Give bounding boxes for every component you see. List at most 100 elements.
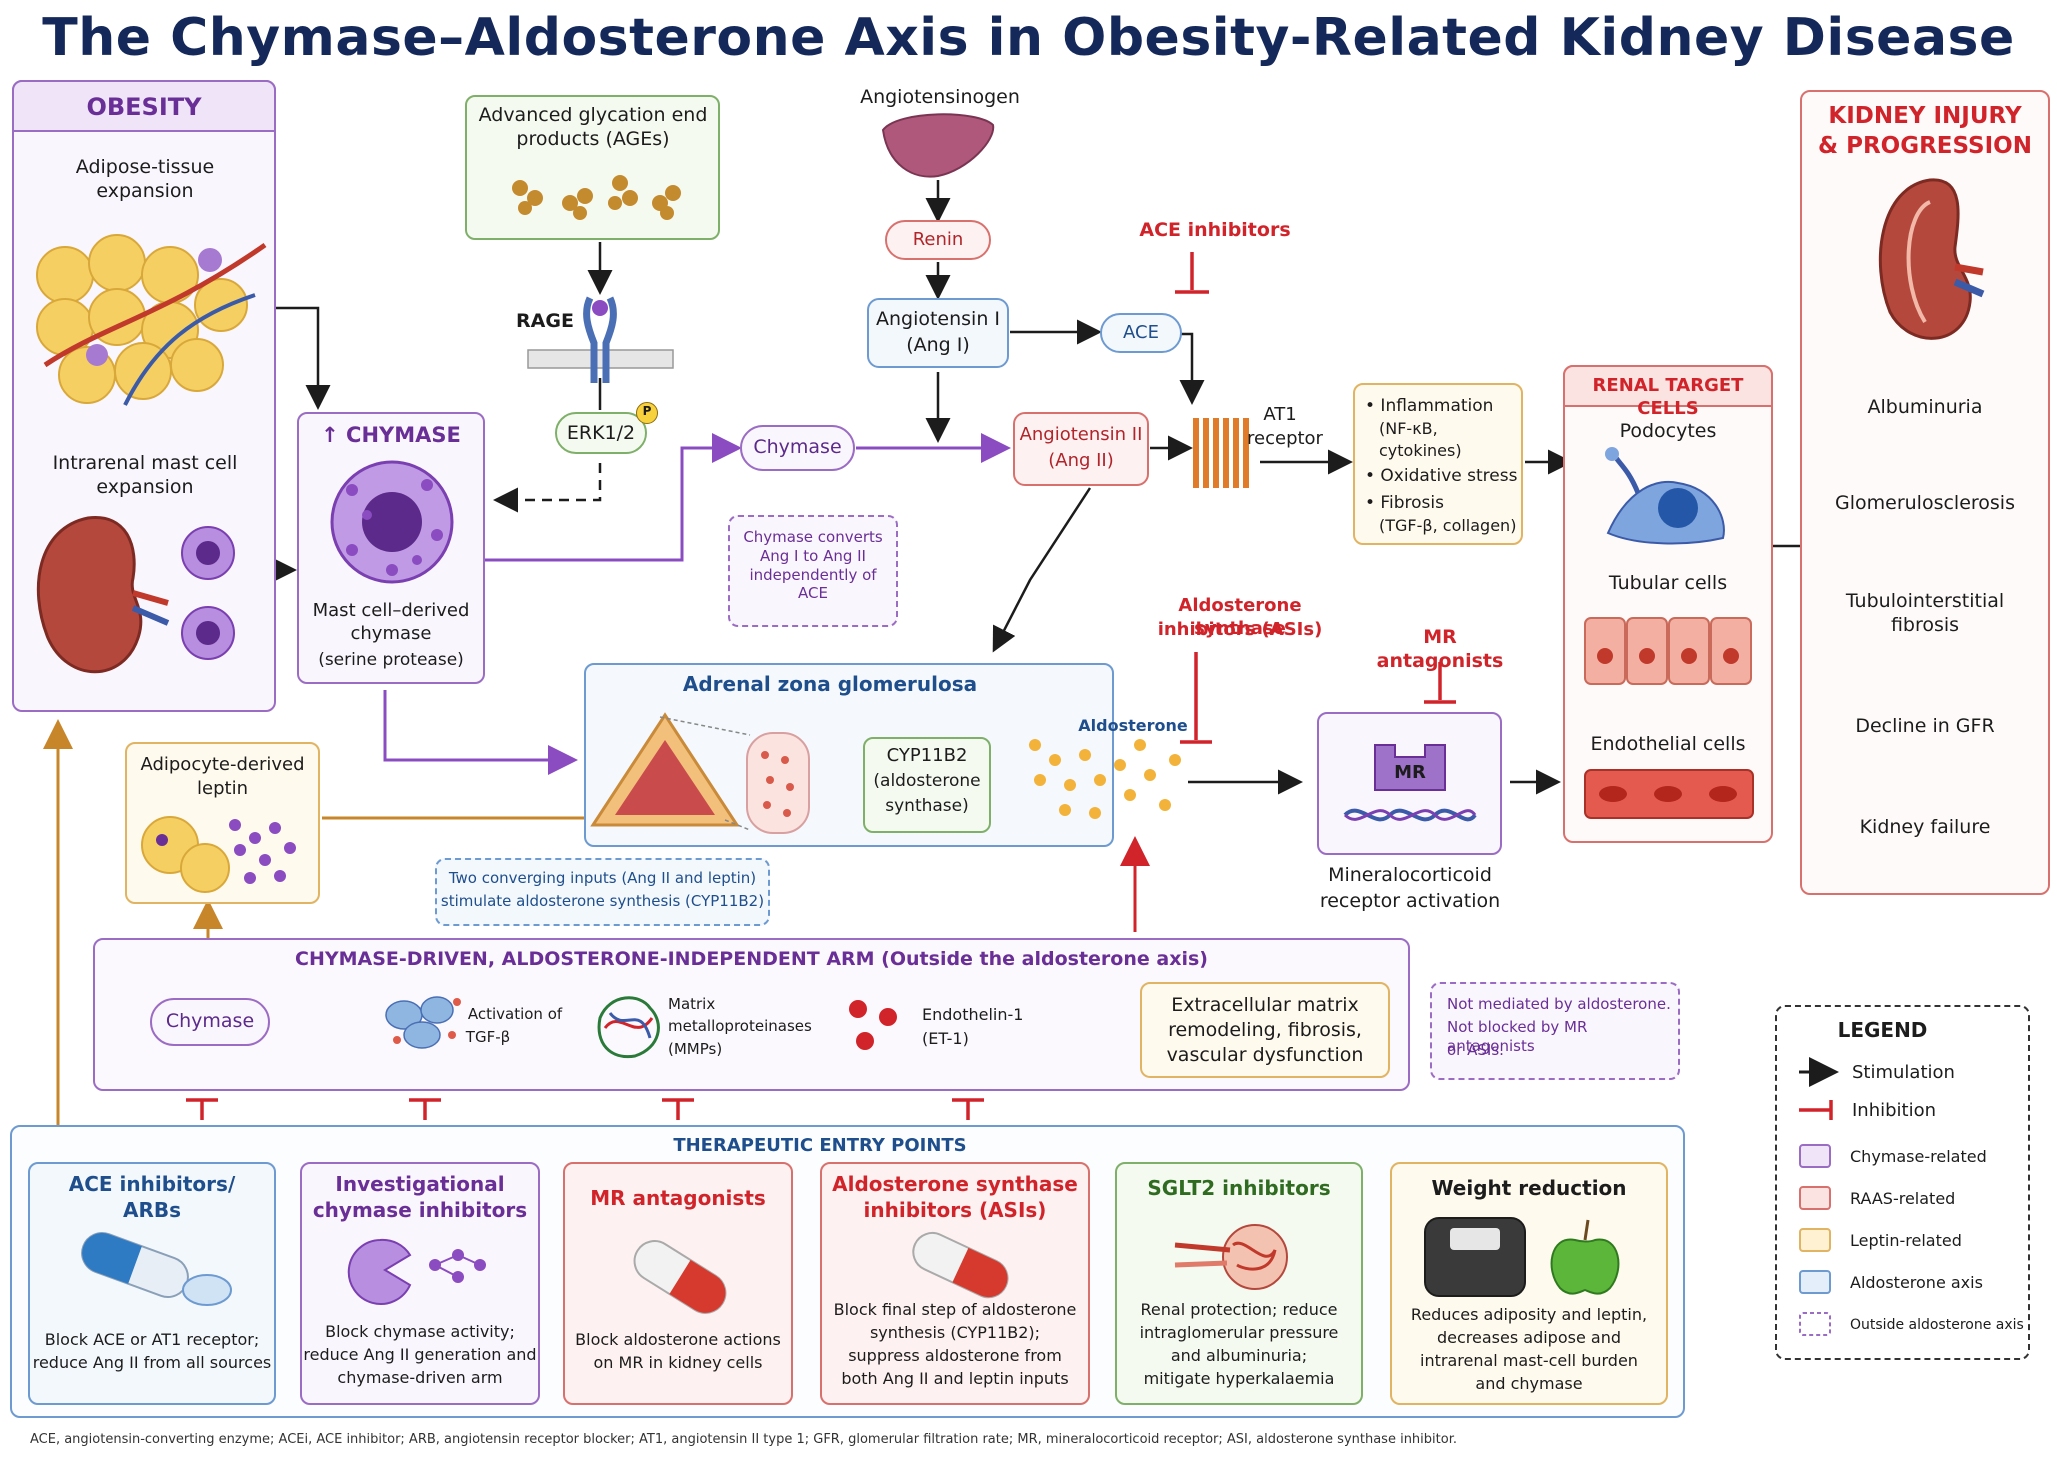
chymase-header: ↑ CHYMASE [321, 423, 461, 447]
card5-d3: mitigate hyperkalaemia [1143, 1369, 1335, 1388]
mmp-l3: (MMPs) [668, 1040, 723, 1058]
adrenal-title: Adrenal zona glomerulosa [682, 672, 978, 696]
not-mediated-l1: Not mediated by aldosterone. [1447, 995, 1671, 1013]
cyp11b2-l3: synthase) [885, 796, 969, 816]
erk-label: ERK1/2 [566, 422, 636, 444]
asi-capsule-icon [912, 1231, 1009, 1299]
liver-icon [881, 113, 995, 178]
card3-t1: MR antagonists [590, 1186, 766, 1210]
mmp-l1: Matrix [668, 995, 716, 1013]
kidney-header-l1: KIDNEY INJURY [1828, 103, 2022, 129]
mr-label: MR [1394, 762, 1426, 783]
card4-t2: inhibitors (ASIs) [863, 1198, 1047, 1222]
chymase-sub: (serine protease) [318, 650, 464, 670]
card2-d1: reduce Ang II generation and [303, 1345, 537, 1364]
legend-leptin: Leptin-related [1850, 1231, 1962, 1250]
ang1-line1: Angiotensin I [875, 308, 1001, 330]
ecm-l1: Extracellular matrix [1171, 994, 1359, 1016]
red-capsule-icon [633, 1240, 727, 1314]
adrenal-gland-icon [590, 712, 810, 834]
ang1-box [867, 298, 1009, 368]
card6-d1: decreases adipose and [1437, 1328, 1621, 1347]
effect-fibrosis-sub: (TGF-β, collagen) [1379, 516, 1517, 535]
tgf-l1: Activation of [467, 1005, 563, 1023]
at1-line1: AT1 [1263, 404, 1297, 425]
cyp11b2-l2: (aldosterone [873, 771, 981, 791]
mast-label: Intrarenal mast cell expansion [52, 452, 238, 498]
legend-raas: RAAS-related [1850, 1189, 1956, 1208]
ecm-box [1140, 982, 1390, 1078]
phospho-label: P [642, 404, 652, 418]
card5-d0: Renal protection; reduce [1140, 1300, 1338, 1319]
capsule-pill-icon [81, 1232, 232, 1306]
renal-target-panel [1563, 365, 1773, 843]
et-l2: (ET-1) [922, 1029, 969, 1048]
ace-pill [1100, 313, 1182, 353]
endothelin-icon [849, 1000, 897, 1050]
effect-oxidative: • Oxidative stress [1365, 466, 1518, 487]
mast-cell-icon [330, 460, 454, 584]
renin-label: Renin [912, 229, 964, 250]
therapy-card-chymase-inhib [300, 1162, 540, 1405]
footnote: ACE, angiotensin-converting enzyme; ACEi… [30, 1432, 1457, 1447]
podocytes-label: Podocytes [1619, 420, 1717, 442]
effects-box [1353, 383, 1523, 545]
card6-d2: intrarenal mast-cell burden [1420, 1351, 1638, 1370]
kidney-injury-panel [1800, 90, 2050, 895]
card5-d2: and albuminuria; [1170, 1346, 1308, 1365]
card4-d2: suppress aldosterone from [848, 1346, 1062, 1365]
legend-aldo: Aldosterone axis [1850, 1273, 1983, 1292]
card4-d0: Block final step of aldosterone [833, 1300, 1077, 1319]
card1-d1: reduce Ang II from all sources [32, 1353, 272, 1372]
step-gfr-decline: Decline in GFR [1855, 715, 1995, 737]
converging-note-l2: stimulate aldosterone synthesis (CYP11B2… [440, 892, 765, 910]
renin-pill [885, 220, 991, 260]
tgf-l2: TGF-β [465, 1028, 511, 1046]
aldosterone-label: Aldosterone [1078, 716, 1188, 735]
converging-note [435, 858, 770, 926]
leptin-l2: leptin [197, 778, 248, 799]
tgf-beta-icon [385, 996, 461, 1049]
chymase-inhibitor-icon [347, 1238, 486, 1305]
card5-d1: intraglomerular pressure [1139, 1323, 1339, 1342]
card6-t1: Weight reduction [1431, 1176, 1627, 1200]
effect-fibrosis: • Fibrosis [1365, 493, 1444, 514]
endothelial-label: Endothelial cells [1590, 733, 1746, 755]
card5-t1: SGLT2 inhibitors [1147, 1176, 1331, 1200]
leptin-l1: Adipocyte-derived [140, 754, 305, 775]
ang2-line2: (Ang II) [1048, 450, 1114, 471]
effect-inflammation: • Inflammation [1365, 396, 1494, 416]
not-mediated-note [1430, 982, 1680, 1080]
legend-chymase: Chymase-related [1850, 1147, 1987, 1166]
card4-d1: synthesis (CYP11B2); [869, 1323, 1041, 1342]
not-mediated-l3: or ASIs. [1447, 1041, 1504, 1059]
converging-note-l1: Two converging inputs (Ang II and leptin… [448, 869, 757, 887]
obesity-title: OBESITY [86, 93, 202, 121]
legend-inhib: Inhibition [1852, 1100, 1937, 1121]
therapy-card-weight [1390, 1162, 1668, 1405]
ages-molecule-icon [512, 175, 681, 220]
mr-antagonists-top: MR antagonists [1376, 626, 1504, 672]
card2-t2: chymase inhibitors [312, 1198, 528, 1222]
adipose-label: Adipose-tissue expansion [75, 156, 215, 202]
arm-header: CHYMASE-DRIVEN, ALDOSTERONE-INDEPENDENT … [295, 948, 1208, 970]
asi-top-l2: inhibitors (ASIs) [1157, 619, 1323, 640]
card3-d1: on MR in kidney cells [593, 1353, 763, 1372]
kidney-header-l2: & PROGRESSION [1818, 133, 2032, 159]
at1-receptor-icon [1193, 418, 1249, 488]
cyp11b2-box [863, 737, 991, 833]
card2-t1: Investigational [335, 1172, 505, 1196]
glomerulus-icon [1174, 1224, 1288, 1290]
mr-caption-l1: Mineralocorticoid [1328, 864, 1492, 886]
renal-header: RENAL TARGET CELLS [1592, 375, 1744, 419]
ecm-l2: remodeling, fibrosis, [1168, 1019, 1362, 1041]
rage-label: RAGE [516, 310, 574, 332]
effects-list: • Inflammation (NF-κB, cytokines) • Oxid… [1365, 395, 1525, 537]
endothelial-cells-icon [1584, 769, 1754, 819]
angiotensinogen-label: Angiotensinogen [860, 86, 1020, 108]
card3-d0: Block aldosterone actions [575, 1330, 781, 1349]
ang1-line2: (Ang I) [906, 334, 970, 356]
card2-d0: Block chymase activity; [325, 1322, 515, 1341]
ace-inhibitors-label: ACE inhibitors [1139, 219, 1291, 241]
kidney-mast-cell-icon [36, 516, 235, 674]
